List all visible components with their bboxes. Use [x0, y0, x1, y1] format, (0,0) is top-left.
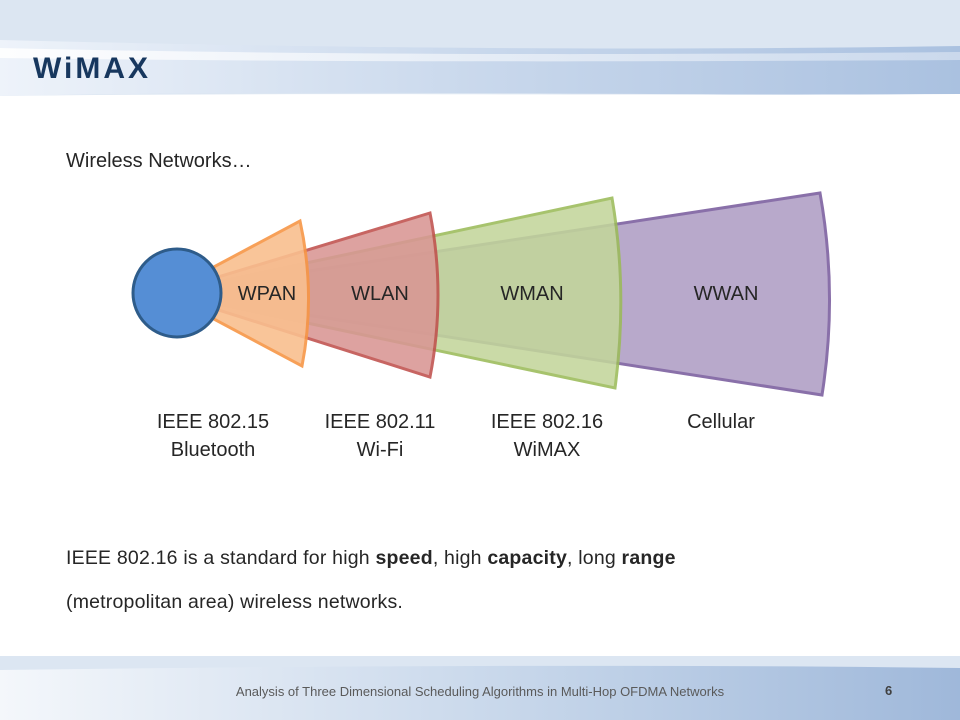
center-node [131, 247, 223, 339]
intro-text: Wireless Networks… [66, 150, 252, 172]
segment-label-wwan: WWAN [694, 283, 759, 305]
emphasis-capacity: capacity [487, 547, 567, 569]
standard-label-wwan: Cellular [646, 408, 796, 436]
segment-label-wpan: WPAN [238, 283, 297, 305]
segment-wpan [161, 218, 311, 369]
emphasis-range: range [621, 547, 676, 569]
standard-label-wlan: IEEE 802.11 Wi-Fi [305, 408, 455, 464]
standard-name: Cellular [687, 411, 755, 433]
standard-label-wpan: IEEE 802.15 Bluetooth [138, 408, 288, 464]
standard-name: IEEE 802.11 [324, 411, 436, 433]
page-number: 6 [885, 683, 893, 698]
standard-tech: Wi-Fi [356, 439, 404, 461]
footer-text: Analysis of Three Dimensional Scheduling… [235, 684, 725, 699]
standard-name: IEEE 802.15 [156, 411, 270, 433]
segment-label-wman: WMAN [500, 283, 563, 305]
standard-name: IEEE 802.16 [490, 411, 604, 433]
header-band [0, 0, 960, 112]
segment-label-wlan: WLAN [351, 283, 409, 305]
summary-text: IEEE 802.16 is a standard for high speed… [66, 547, 676, 613]
standard-tech: WiMAX [513, 439, 581, 461]
slide-title: WiMAX [33, 52, 152, 85]
emphasis-speed: speed [375, 547, 433, 569]
footer-band [0, 656, 960, 720]
standard-label-wman: IEEE 802.16 WiMAX [472, 408, 622, 464]
standard-tech: Bluetooth [170, 439, 256, 461]
